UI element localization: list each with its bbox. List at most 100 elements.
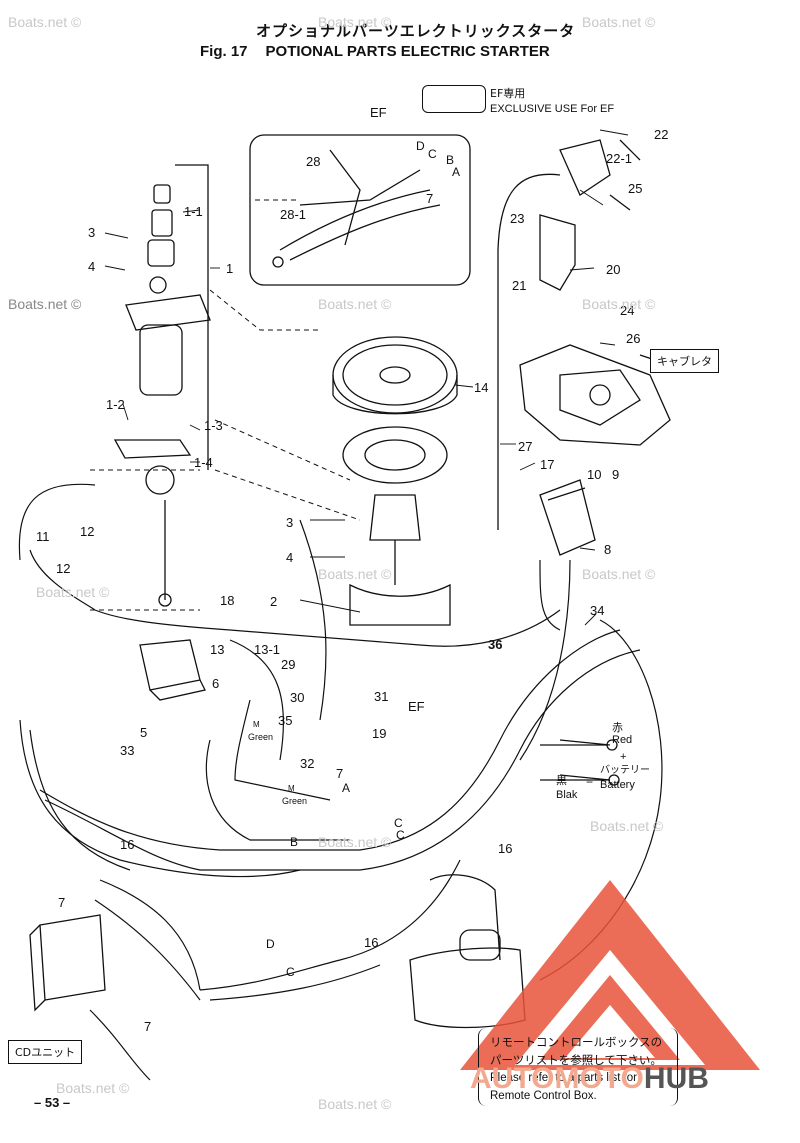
- part-label-21: 21: [512, 278, 527, 293]
- logo-emblem: [460, 880, 760, 1070]
- part-label-1-3: 1-3: [204, 418, 223, 433]
- part-label-36: 36: [488, 637, 503, 652]
- battery-black-en: Blak: [556, 789, 578, 801]
- ef-inset-label: EF: [370, 105, 387, 120]
- wire-label-c-mid-2: C: [396, 828, 405, 842]
- watermark-6: Boats.net ©: [582, 296, 656, 312]
- battery-plus-sign: +: [620, 751, 627, 763]
- wire-label-d-low: D: [266, 937, 275, 951]
- part-label-1: 1: [226, 261, 234, 276]
- part-label-16-c: 16: [364, 935, 379, 950]
- wire-label-a-top: A: [452, 165, 461, 179]
- part-label-20: 20: [606, 262, 621, 277]
- part-label-22-1: 22-1: [606, 151, 633, 166]
- ef-inset-detail: [249, 134, 471, 286]
- part-label-24: 24: [620, 303, 635, 318]
- part-label-11: 11: [36, 529, 50, 544]
- ef-legend-en: EXCLUSIVE USE For EF: [490, 103, 615, 115]
- part-label-34: 34: [590, 603, 605, 618]
- logo-part-moto: MOTO: [554, 1062, 644, 1095]
- ef-section-label: EF: [408, 699, 425, 714]
- wire-label-d-top: D: [416, 139, 425, 153]
- part-label-32: 32: [300, 756, 315, 771]
- battery-jp: バッテリー: [600, 765, 650, 776]
- part-label-28-1: 28-1: [280, 207, 307, 222]
- part-label-18: 18: [220, 593, 235, 608]
- part-label-13: 13: [210, 642, 225, 657]
- battery-black-jp: 黒: [556, 774, 567, 787]
- part-label-7-a: 7: [426, 191, 434, 206]
- part-label-17: 17: [540, 457, 555, 472]
- part-label-23: 23: [510, 211, 525, 226]
- part-label-22: 22: [654, 127, 669, 142]
- leader-lines: [104, 129, 629, 626]
- part-label-7-d: 7: [144, 1019, 152, 1034]
- watermark-7: Boats.net ©: [36, 584, 110, 600]
- cable-27: [497, 173, 561, 530]
- part-label-2: 2: [270, 594, 278, 609]
- part-label-33: 33: [120, 743, 135, 758]
- part-label-28: 28: [306, 154, 321, 169]
- battery-red-en: Red: [612, 734, 633, 746]
- logo-part-hub: HUB: [643, 1062, 709, 1095]
- part-label-3-b: 3: [286, 515, 294, 530]
- wire-label-b-top: B: [446, 153, 455, 167]
- part-label-31: 31: [374, 689, 389, 704]
- wire-label-c-mid-1: C: [394, 816, 403, 830]
- figure-title-text: POTIONAL PARTS ELECTRIC STARTER: [265, 43, 550, 60]
- battery-cables: [540, 739, 620, 786]
- part-label-25: 25: [628, 181, 643, 196]
- logo-part-auto: AUTO: [470, 1062, 555, 1095]
- figure-number: Fig. 17: [200, 43, 248, 60]
- figure-title: Fig. 17 POTIONAL PARTS ELECTRIC STARTER: [200, 44, 568, 59]
- flywheel: [332, 336, 458, 415]
- wire-label-b-mid: B: [290, 835, 299, 849]
- ef-legend-box: [422, 85, 486, 113]
- watermark-9: Boats.net ©: [582, 566, 656, 582]
- remote-note-line-1: リモートコントロールボックスの: [490, 1035, 663, 1049]
- part-label-7-b: 7: [336, 766, 344, 781]
- part-label-12-b: 12: [56, 561, 71, 576]
- wire-label-c-top: C: [428, 147, 437, 161]
- part-label-35: 35: [278, 713, 293, 728]
- part-label-1-2: 1-2: [106, 397, 125, 412]
- watermark-1: Boats.net ©: [8, 14, 82, 30]
- wire-label-m-2: M: [288, 784, 295, 793]
- watermark-12: Boats.net ©: [56, 1080, 130, 1096]
- watermark-4: Boats.net ©: [8, 296, 82, 312]
- ef-legend-jp: EF専用: [490, 87, 526, 100]
- solenoid: [139, 639, 206, 701]
- battery-en: Battery: [600, 779, 635, 791]
- battery-minus-sign: −: [586, 775, 594, 789]
- watermark-2: Boats.net ©: [318, 14, 392, 30]
- part-label-29: 29: [281, 657, 296, 672]
- wire-harness: [18, 483, 663, 1081]
- part-label-4: 4: [88, 259, 96, 274]
- starter-motor: [113, 164, 211, 607]
- remote-note-line-3: Please refer to a parts list for: [490, 1072, 638, 1084]
- watermark-11: Boats.net ©: [590, 818, 664, 834]
- part-label-12-a: 12: [80, 524, 95, 539]
- part-label-4-b: 4: [286, 550, 294, 565]
- remote-control-note: リモートコントロールボックスの パーツリストを参照して下さい。 Please r…: [478, 1028, 688, 1112]
- remote-note-bracket: [478, 1028, 678, 1106]
- part-label-27: 27: [518, 439, 533, 454]
- part-label-13-1: 13-1: [254, 642, 281, 657]
- part-label-19: 19: [372, 726, 387, 741]
- part-label-30: 30: [290, 690, 305, 705]
- battery-red-jp: 赤: [612, 721, 623, 734]
- remote-control-box: [409, 874, 526, 1029]
- cd-unit-callout: CDユニット: [8, 1040, 83, 1064]
- watermark-5: Boats.net ©: [318, 296, 392, 312]
- bracket-assembly: [539, 139, 641, 291]
- part-label-16-a: 16: [120, 837, 135, 852]
- watermark-13: Boats.net ©: [318, 1096, 392, 1112]
- starter-relay: [539, 479, 596, 556]
- cd-unit: [29, 914, 106, 1012]
- stator-plate: [342, 426, 451, 626]
- wire-label-green-1: Green: [248, 732, 274, 742]
- part-label-7-c: 7: [58, 895, 66, 910]
- part-label-1-4: 1-4: [194, 455, 213, 470]
